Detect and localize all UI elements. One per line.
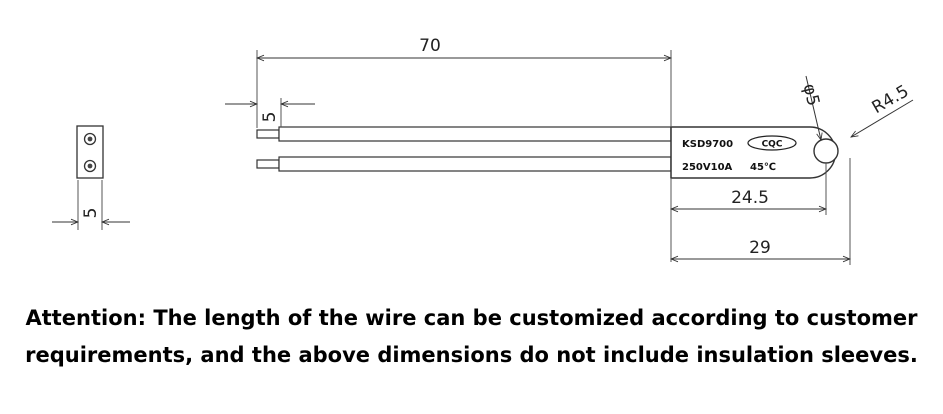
radius-dimension-lines: [851, 99, 914, 137]
strip-length-dimension: 5: [260, 112, 280, 123]
connector-width-dimension: 5: [81, 208, 101, 219]
total-length-dimension-lines: [671, 158, 850, 265]
attention-note: Attention: The length of the wire can be…: [0, 300, 943, 374]
wire-length-dimension-lines: [257, 50, 671, 128]
body-length-dimension-lines: [671, 163, 826, 262]
strip-length-dimension-lines: [225, 98, 315, 127]
total-length-dimension: 29: [749, 238, 771, 258]
body-length-dimension: 24.5: [731, 188, 769, 208]
wire-length-dimension: 70: [419, 36, 441, 56]
attention-note-line-2: requirements, and the above dimensions d…: [25, 343, 918, 367]
hole-diameter-dimension: φ5: [799, 82, 823, 108]
temp-label: 45℃: [750, 162, 776, 173]
cert-label: CQC: [762, 140, 783, 150]
attention-note-line-1: Attention: The length of the wire can be…: [25, 306, 918, 330]
connector-end-view: [52, 125, 130, 230]
wires: [256, 126, 672, 172]
radius-dimension: R4.5: [869, 81, 913, 118]
model-label: KSD9700: [682, 139, 733, 150]
thermostat-body: [670, 126, 839, 179]
rating-label: 250V10A: [682, 162, 733, 173]
hole-diameter-dimension-lines: [805, 75, 821, 140]
